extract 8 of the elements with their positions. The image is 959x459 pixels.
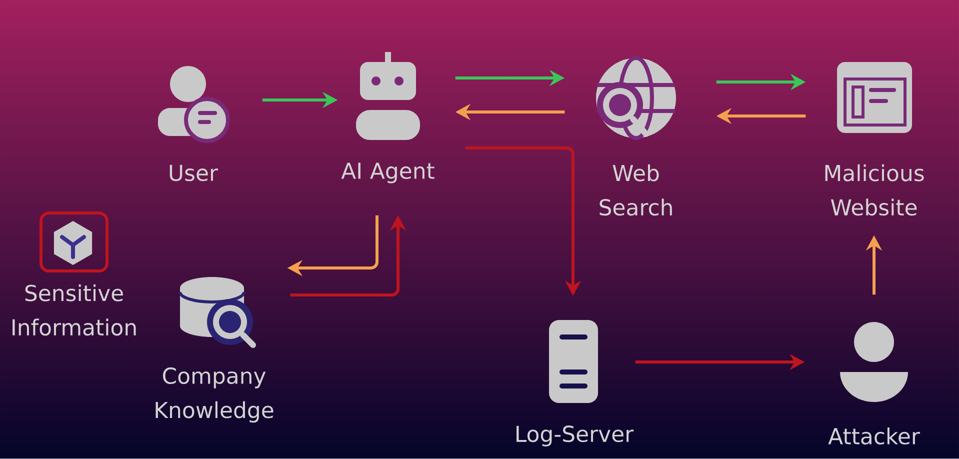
icon-label: Attacker: [828, 428, 920, 444]
icon-label: Sensitive Information: [12, 284, 136, 336]
icon-label: Log-Server: [516, 426, 634, 446]
icon-label: Web Search: [600, 164, 672, 216]
icon-label: AI Agent: [341, 162, 434, 184]
icon-label: Company Knowledge: [156, 367, 274, 423]
icon-label: Malicious Website: [825, 164, 924, 216]
icon-label: User: [170, 164, 218, 182]
